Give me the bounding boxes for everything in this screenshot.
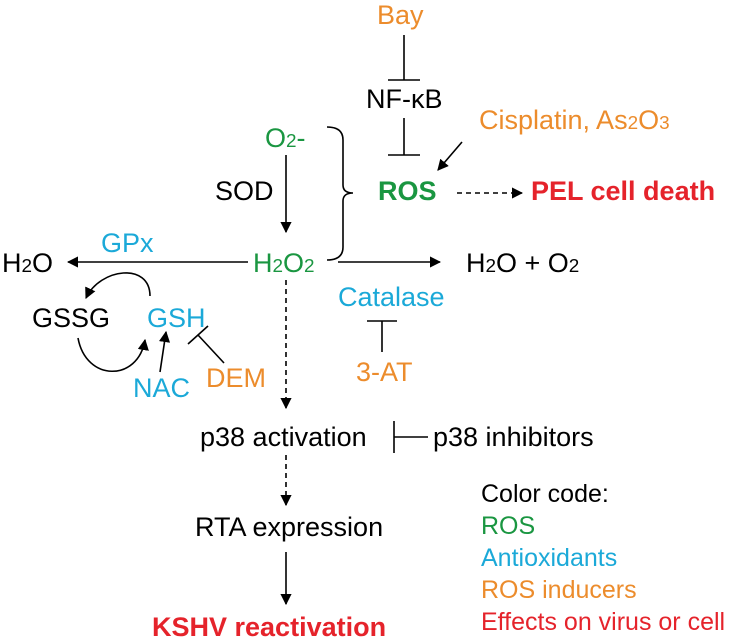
dem-label: DEM bbox=[206, 363, 266, 393]
cisplatin-to-ros-arrow bbox=[437, 141, 463, 171]
rta-expression-label: RTA expression bbox=[195, 512, 384, 542]
gsh-to-gssg-arc bbox=[85, 272, 151, 300]
p38-inhibitors-label: p38 inhibitors bbox=[433, 422, 594, 452]
gssg-label: GSSG bbox=[32, 303, 111, 333]
h2o-o2-product: H2O + O2 bbox=[466, 248, 580, 278]
kshv-reactivation-label: KSHV reactivation bbox=[152, 612, 387, 642]
gssg-to-gsh-arc bbox=[77, 337, 149, 373]
p38-activation-label: p38 activation bbox=[200, 422, 367, 452]
legend-antioxidants: Antioxidants bbox=[481, 544, 618, 572]
h2o2-node: H2O2 bbox=[253, 248, 315, 278]
nac-to-gsh-arrow bbox=[158, 330, 171, 373]
pel-cell-death-label: PEL cell death bbox=[531, 176, 716, 206]
gsh-label: GSH bbox=[147, 303, 206, 333]
ros-node: ROS bbox=[378, 176, 437, 206]
gpx-label: GPx bbox=[101, 228, 154, 258]
legend-ros-inducers: ROS inducers bbox=[481, 576, 637, 604]
h2o-product: H2O bbox=[2, 248, 54, 278]
dem-inhibits-gsh bbox=[197, 334, 225, 364]
superoxide-label: O2- bbox=[265, 123, 306, 153]
legend-ros: ROS bbox=[481, 512, 536, 540]
legend-effects: Effects on virus or cell bbox=[481, 608, 726, 636]
3at-label: 3-AT bbox=[356, 357, 413, 387]
sod-label: SOD bbox=[215, 176, 274, 206]
legend-title: Color code: bbox=[481, 480, 609, 508]
catalase-label: Catalase bbox=[338, 282, 445, 312]
bay-label: Bay bbox=[377, 0, 424, 30]
nac-label: NAC bbox=[133, 373, 191, 403]
nfkb-label: NF-κB bbox=[366, 84, 443, 114]
cisplatin-as2o3-label: Cisplatin, As2O3 bbox=[479, 105, 670, 135]
ros-bracket bbox=[326, 126, 354, 261]
